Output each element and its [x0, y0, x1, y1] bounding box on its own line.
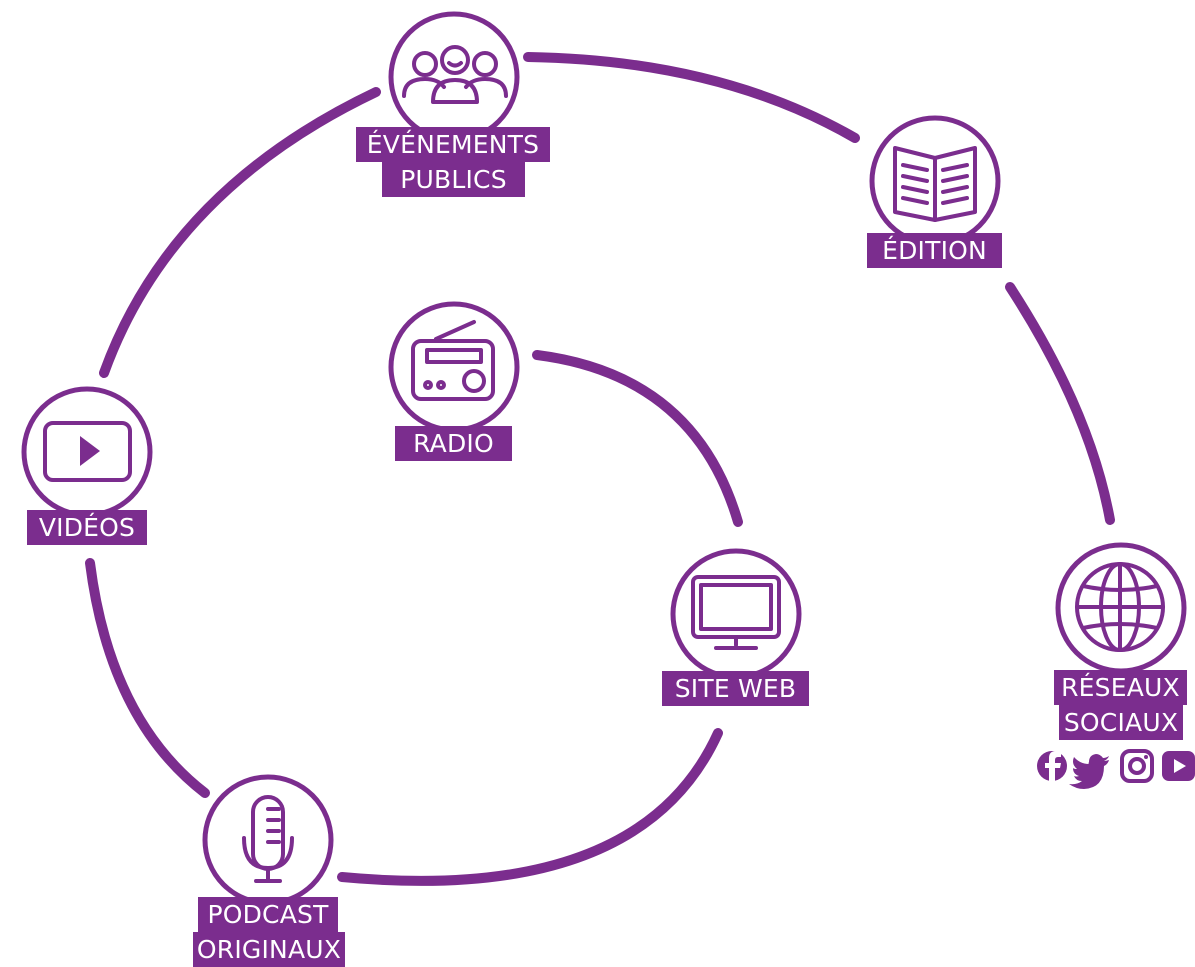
connector-siteweb-podcast [337, 728, 723, 886]
facebook-icon [1037, 751, 1067, 781]
label-edition: ÉDITION [867, 233, 1002, 268]
label-line: ÉDITION [882, 236, 987, 265]
connector-evenements-edition [523, 52, 860, 143]
node-circle-evenements [388, 11, 520, 143]
connector-evenements-videos [99, 87, 381, 378]
label-radio: RADIO [395, 426, 512, 461]
label-line: VIDÉOS [38, 513, 136, 542]
label-line: RÉSEAUX [1061, 673, 1180, 702]
node-circle-radio [388, 301, 520, 433]
label-line: ORIGINAUX [196, 935, 342, 964]
label-line: PUBLICS [400, 165, 507, 194]
label-site-web: SITE WEB [662, 671, 809, 706]
label-evenements-publics: ÉVÉNEMENTS [356, 127, 550, 162]
label-line: PODCAST [207, 900, 329, 929]
label-reseaux-sociaux-line2: SOCIAUX [1059, 705, 1183, 740]
youtube-icon [1162, 751, 1195, 781]
connector-videos-podcast [85, 558, 210, 798]
connector-radio-siteweb [532, 350, 743, 527]
label-podcast-originaux: PODCAST [198, 897, 338, 932]
people-group-icon [402, 45, 508, 104]
label-line: RADIO [413, 429, 494, 458]
radio-icon [411, 320, 495, 401]
label-reseaux-sociaux: RÉSEAUX [1054, 670, 1187, 705]
connector-edition-reseaux [1005, 282, 1115, 525]
label-videos: VIDÉOS [27, 510, 147, 545]
open-book-icon [893, 146, 977, 222]
instagram-icon [1120, 749, 1154, 783]
microphone-icon [242, 795, 294, 883]
label-evenements-publics-line2: PUBLICS [382, 162, 525, 197]
label-line: ÉVÉNEMENTS [366, 130, 540, 159]
label-podcast-originaux-line2: ORIGINAUX [193, 932, 345, 967]
label-line: SOCIAUX [1063, 708, 1179, 737]
monitor-icon [691, 575, 781, 650]
twitter-icon [1069, 754, 1109, 789]
globe-icon [1075, 562, 1165, 652]
label-line: SITE WEB [674, 674, 797, 703]
video-play-icon [43, 421, 132, 482]
